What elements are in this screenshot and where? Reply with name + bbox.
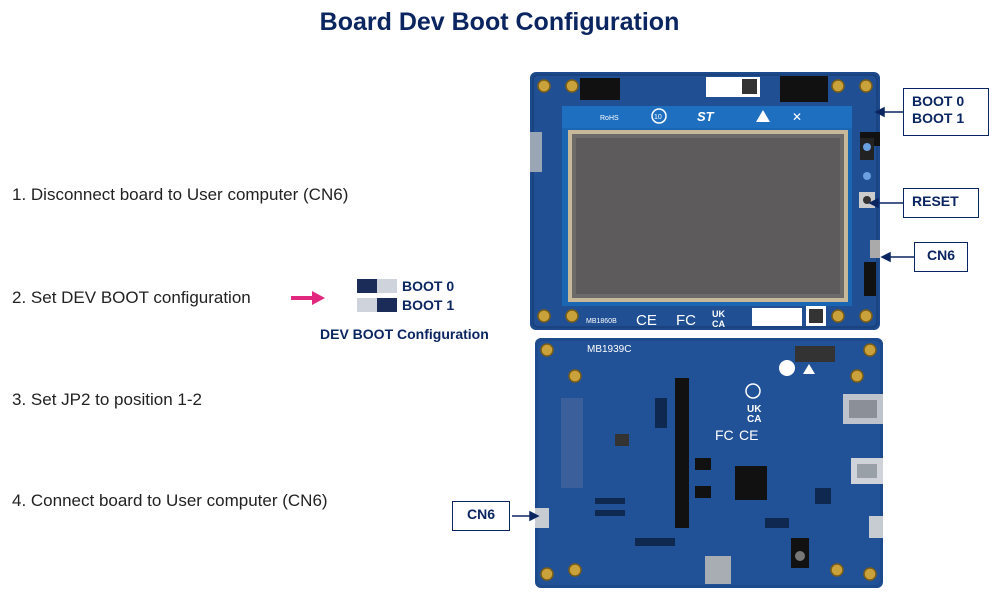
st-logo: ST [697, 109, 715, 124]
step-3: 3. Set JP2 to position 1-2 [12, 390, 202, 409]
boot0-switch-row: BOOT 0 [357, 278, 454, 294]
svg-text:CA: CA [747, 414, 761, 425]
callout-cn6-bottom: CN6 [452, 501, 510, 531]
boot0-switch [357, 279, 397, 293]
ukca-mark-2: CA [712, 319, 725, 329]
step-1: 1. Disconnect board to User computer (CN… [12, 185, 349, 204]
callout-reset: RESET [903, 188, 979, 218]
callout-cn6-top: CN6 [914, 242, 968, 272]
svg-text:FC: FC [715, 427, 734, 443]
top-board-image: RoHS 10 ST ✕ MB1860B CE FC UK CA [530, 72, 880, 330]
page-title: Board Dev Boot Configuration [319, 8, 680, 36]
svg-text:✕: ✕ [792, 110, 802, 124]
top-board-id: MB1860B [586, 318, 617, 325]
dev-boot-caption: DEV BOOT Configuration [320, 326, 489, 342]
callout-boot1: BOOT 1 [912, 110, 965, 126]
step-4: 4. Connect board to User computer (CN6) [12, 491, 328, 510]
pink-arrow-icon [291, 291, 325, 305]
ce-mark: CE [636, 312, 657, 329]
boot1-switch-label: BOOT 1 [402, 297, 455, 313]
callout-boot0: BOOT 0 [912, 93, 965, 109]
boot0-switch-label: BOOT 0 [402, 278, 455, 294]
step-2: 2. Set DEV BOOT configuration [12, 288, 251, 307]
callout-boot-pins: BOOT 0 BOOT 1 [903, 88, 989, 136]
bottom-board-image: MB1939C FC CE UK CA [535, 338, 883, 588]
fc-mark: FC [676, 312, 696, 329]
svg-text:UK: UK [747, 404, 762, 415]
ukca-mark-1: UK [712, 309, 725, 319]
bottom-board-id: MB1939C [587, 344, 631, 355]
boot1-switch-row: BOOT 1 [357, 297, 454, 313]
svg-text:10: 10 [654, 114, 662, 121]
svg-text:CE: CE [739, 427, 758, 443]
svg-text:RoHS: RoHS [600, 115, 619, 122]
boot1-switch [357, 298, 397, 312]
